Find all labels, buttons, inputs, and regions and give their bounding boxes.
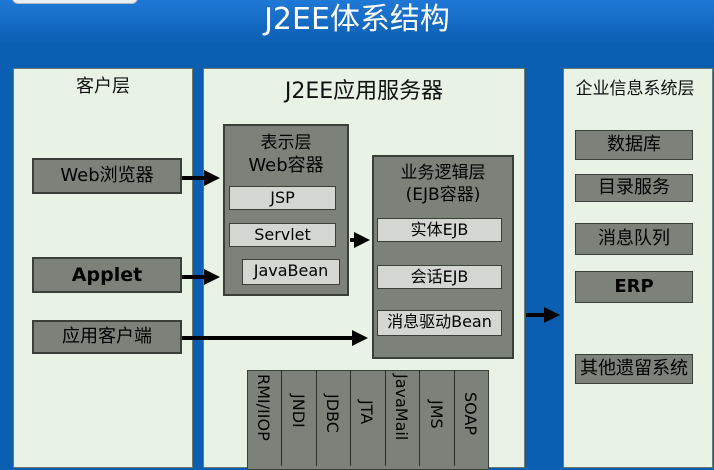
web-container-title-1: 表示层 bbox=[260, 133, 312, 153]
servlet-box: Servlet bbox=[229, 223, 336, 247]
service-jms: JMS bbox=[427, 400, 446, 429]
service-soap: SOAP bbox=[461, 392, 480, 436]
erp-box: ERP bbox=[575, 271, 693, 303]
server-title: J2EE应用服务器 bbox=[284, 79, 444, 104]
service-jndi: JNDI bbox=[289, 394, 308, 428]
applet-box: Applet bbox=[32, 257, 182, 293]
services-strip bbox=[247, 370, 489, 470]
message-queue-box: 消息队列 bbox=[575, 223, 693, 255]
jsp-box: JSP bbox=[229, 186, 336, 210]
ejb-container-title-2: (EJB容器) bbox=[405, 185, 481, 205]
web-browser-box: Web浏览器 bbox=[32, 158, 182, 194]
eis-tier-title: 企业信息系统层 bbox=[575, 79, 695, 99]
service-jdbc: JDBC bbox=[323, 394, 342, 433]
ejb-container-title-1: 业务逻辑层 bbox=[400, 163, 486, 183]
session-ejb-box: 会话EJB bbox=[377, 265, 502, 289]
directory-service-box: 目录服务 bbox=[575, 174, 693, 202]
service-jta: JTA bbox=[357, 400, 376, 425]
web-container-title-2: Web容器 bbox=[248, 155, 324, 176]
entity-ejb-box: 实体EJB bbox=[377, 218, 502, 242]
client-tier-title: 客户层 bbox=[76, 76, 130, 97]
legacy-systems-box: 其他遗留系统 bbox=[575, 354, 693, 384]
database-box: 数据库 bbox=[575, 130, 693, 160]
app-client-box: 应用客户端 bbox=[32, 320, 182, 354]
header-bar bbox=[0, 0, 714, 44]
service-dividers bbox=[247, 370, 489, 466]
service-javamail: JavaMail bbox=[392, 374, 411, 441]
page-title: J2EE体系结构 bbox=[264, 2, 450, 37]
service-rmi-iiop: RMI/IIOP bbox=[254, 374, 273, 441]
mdb-box: 消息驱动Bean bbox=[377, 310, 502, 336]
javabean-box: JavaBean bbox=[242, 259, 340, 285]
